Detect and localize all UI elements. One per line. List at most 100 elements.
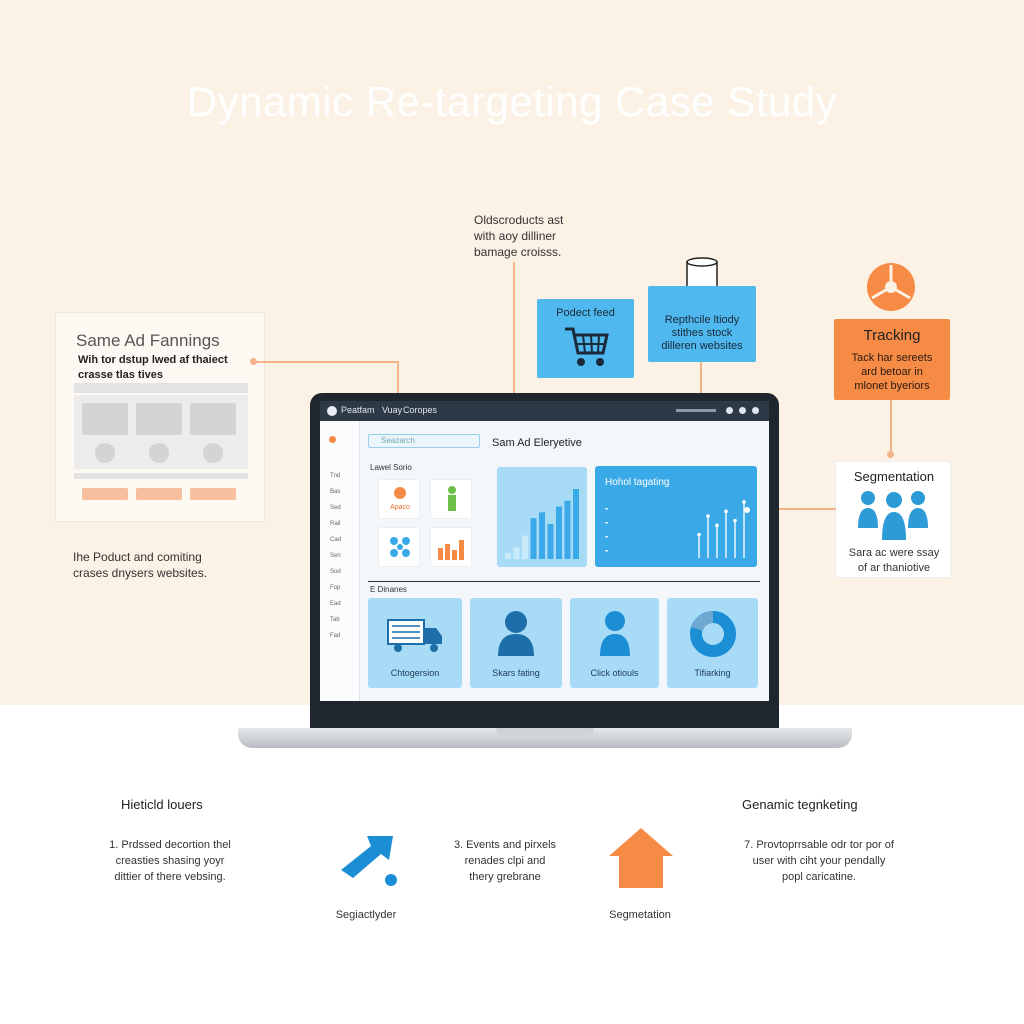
connector-dot [744, 507, 750, 513]
feature-card-clicks[interactable]: Click otiouls [570, 598, 659, 688]
gridline [605, 508, 608, 510]
page-title: Dynamic Re-targeting Case Study [186, 78, 838, 125]
icon-tile[interactable] [430, 527, 472, 567]
tracking-box: Tracking Tack har sereets ard betoar in … [834, 319, 950, 400]
sidebar-item[interactable]: Sed [330, 505, 341, 511]
nav-item-1[interactable]: Vuay [382, 405, 403, 415]
sidebar-item[interactable]: Ead [330, 601, 341, 607]
notification-icon[interactable] [726, 407, 733, 414]
connector-line [256, 361, 398, 363]
sidebar-item[interactable]: Tab [330, 617, 340, 623]
segmentation-desc-line-1: Sara ac were ssay [848, 547, 940, 559]
dashboard-heading: Sam Ad Eleryetive [492, 437, 582, 449]
icon-tile[interactable] [378, 527, 420, 567]
product-feed-box: Podect feed [537, 299, 634, 378]
bar [539, 512, 545, 559]
bar [564, 500, 571, 559]
tracking-desc-line-3: mlonet byeriors [854, 380, 930, 392]
house-icon [609, 828, 673, 888]
sidebar-item[interactable]: Fad [330, 633, 341, 639]
section-divider [368, 581, 760, 582]
bottom-col-3-line-1: 7. Provtoprrsable odr tor por of [744, 839, 894, 851]
bar [573, 489, 579, 559]
bottom-icon-1-label: Segiactlyder [335, 909, 397, 921]
sidebar-item[interactable]: Sod [330, 569, 341, 575]
replicate-label: Repthcile ltiody stithes stock dilleren … [652, 314, 752, 353]
dashboard-topbar: Peatfam Vuay Coropes [320, 401, 769, 421]
connector-line [750, 508, 836, 510]
gridline [605, 550, 608, 552]
delivery-truck-icon [387, 619, 442, 652]
sidebar-item[interactable]: Bas [330, 489, 341, 495]
icon-tile[interactable]: Apaco [378, 479, 420, 519]
segmentation-desc: Sara ac were ssay of ar thaniotive [840, 546, 948, 576]
section-label: Lawel Sorio [370, 463, 412, 472]
data-point [715, 523, 719, 528]
bar-chart-large: Hohol tagating [595, 466, 757, 567]
data-point [742, 500, 746, 504]
same-ad-card-title: Same Ad Fannings [76, 331, 220, 350]
bar [513, 547, 520, 559]
icon-tile[interactable] [430, 479, 472, 519]
feature-card-stars[interactable]: Skars fating [470, 598, 562, 688]
brand-name: Peatfam [341, 405, 375, 415]
sidebar-item[interactable]: Rail [330, 521, 341, 527]
left-note-line-1: Ihe Poduct and comiting [73, 550, 202, 564]
bottom-right-title: Genamic tegnketing [742, 797, 858, 812]
laptop-notch [496, 728, 594, 735]
bottom-col-3-line-2: user with ciht your pendally [752, 855, 886, 867]
bottom-col-3-line-3: popl caricatine. [782, 871, 856, 883]
section-label: E Dinanes [370, 585, 407, 594]
top-note: Oldscroducts ast with aoy dilliner bamag… [474, 212, 563, 260]
ad-tile [190, 403, 236, 467]
connector-dot [250, 358, 257, 365]
settings-icon[interactable] [739, 407, 746, 414]
card-label: Click otiouls [590, 668, 639, 678]
left-note-line-2: crases dnysers websites. [73, 566, 208, 580]
bar [547, 524, 554, 559]
sidebar-item[interactable]: Tnd [330, 473, 341, 479]
replicate-box: Repthcile ltiody stithes stock dilleren … [648, 286, 756, 362]
card-label: Tifiarking [694, 668, 731, 678]
replicate-line-3: dilleren websites [661, 340, 743, 352]
sidebar-item[interactable]: Fop [330, 585, 341, 591]
tracking-desc-line-1: Tack har sereets [851, 352, 933, 364]
feature-card-categorization[interactable]: Chtogersion [368, 598, 462, 688]
tracking-desc-line-2: ard betoar in [861, 366, 923, 378]
sidebar-item[interactable]: Sen [330, 553, 341, 559]
topbar-search[interactable] [676, 409, 716, 412]
shopping-cart-icon [565, 327, 609, 366]
feature-card-tracking[interactable]: Tifiarking [667, 598, 758, 688]
data-point [706, 514, 710, 518]
bar-chart-small-svg [505, 489, 579, 559]
arrow-icon [341, 836, 397, 886]
ad-button [82, 488, 128, 500]
tracking-title: Tracking [863, 327, 921, 344]
search-input[interactable]: Seazarch [368, 434, 480, 448]
donut-chart-icon [690, 611, 736, 657]
bar-chart-large-svg [605, 500, 750, 558]
bar-chart-icon [438, 540, 464, 560]
bottom-col-2-line-3: thery grebrane [469, 871, 541, 883]
card-bar [74, 473, 248, 479]
bottom-col-1-line-1: 1. Prdssed decortion thel [109, 839, 231, 851]
ad-tile [136, 403, 182, 467]
same-ad-card: Same Ad Fannings Wih tor dstup lwed af t… [55, 312, 265, 522]
user-icon[interactable] [752, 407, 759, 414]
ad-button [136, 488, 182, 500]
bar [556, 506, 562, 559]
sidebar-item[interactable]: Cad [330, 537, 342, 543]
laptop-screen: Peatfam Vuay Coropes Tnd Bas Sed Rail Ca… [320, 401, 769, 701]
connector-line [397, 361, 399, 393]
data-point [724, 509, 728, 514]
replicate-line-1: Repthcile ltiody [664, 314, 740, 326]
bar [530, 518, 537, 559]
home-icon[interactable] [329, 436, 336, 443]
person-icon [498, 611, 534, 656]
same-ad-card-subtitle: Wih tor dstup lwed af thaiect crasse tla… [78, 354, 228, 381]
network-icon [390, 537, 410, 557]
gridline [605, 536, 608, 538]
data-point [697, 532, 701, 537]
nav-item-2[interactable]: Coropes [403, 405, 438, 415]
bottom-icon-2-label: Segmetation [609, 909, 671, 921]
